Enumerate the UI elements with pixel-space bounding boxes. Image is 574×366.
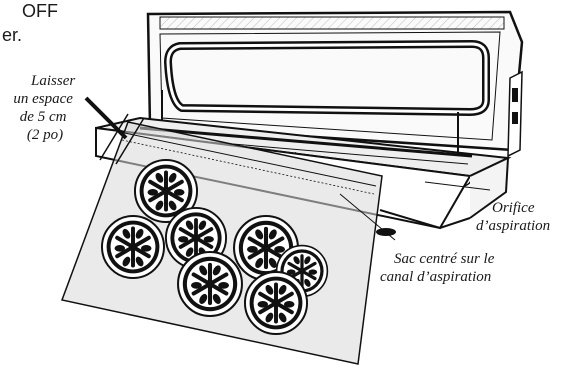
header-fragment-line1: OFF	[22, 1, 58, 21]
header-fragment-line2: er.	[2, 25, 22, 45]
tomato-slice-4	[178, 252, 242, 316]
callout-gap-line4: (2 po)	[27, 127, 63, 143]
callout-bag-line1: Sac centré sur le	[394, 251, 495, 267]
lid-top-strip	[160, 17, 504, 29]
callout-gap: Laisser un espace de 5 cm (2 po)	[13, 73, 144, 164]
tomato-slice-2	[102, 216, 164, 278]
svg-text:Laisser un espace: Laisser un espace de 5 cm (2 po)	[13, 73, 79, 143]
callout-orifice-line2: d’aspiration	[476, 218, 550, 234]
tomato-slice-7	[245, 272, 307, 334]
callout-gap-line3: de 5 cm	[20, 109, 67, 125]
callout-gap-line2: un espace	[13, 91, 73, 107]
callout-orifice-line1: Orifice	[492, 200, 535, 216]
callout-gap-line1: Laisser	[30, 73, 75, 89]
callout-bag-line2: canal d’aspiration	[380, 269, 491, 285]
svg-text:Sac centré sur le canal: Sac centré sur le canal d’aspiration	[380, 251, 498, 285]
